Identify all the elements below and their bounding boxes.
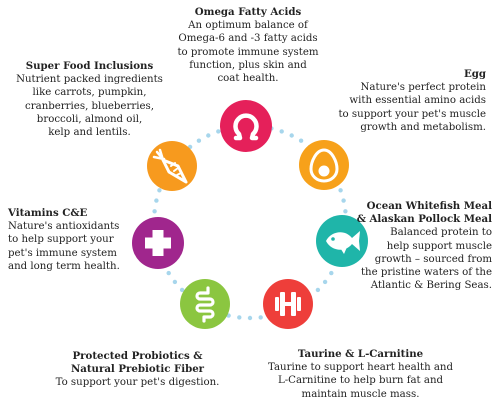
egg-desc-3: to support your pet's muscle [338, 108, 486, 120]
health-cross-icon [145, 230, 171, 256]
superfood-desc-2: like carrots, pumpkin, [32, 87, 147, 99]
vitamins-text: Vitamins C&E Nature's antioxidants to he… [8, 207, 138, 273]
superfood-desc-5: kelp and lentils. [48, 127, 131, 139]
probiotics-node [180, 279, 230, 329]
ring-dot [237, 315, 242, 320]
omega-node [220, 100, 272, 152]
fish-title-2: & Alaskan Pollock Meal [356, 213, 492, 226]
vitamins-desc-1: Nature's antioxidants [8, 221, 120, 233]
ring-dot [157, 188, 162, 193]
vitamins-desc-3: pet's immune system [8, 247, 117, 259]
ring-dot [216, 129, 221, 134]
dumbbell-icon [275, 292, 301, 316]
probiotics-desc-1: To support your pet's digestion. [55, 377, 220, 389]
ring-dot [315, 287, 321, 293]
omega-desc-4: function, plus skin and [189, 59, 307, 71]
superfood-desc-1: Nutrient packed ingredients [16, 74, 163, 86]
carrot-icon [152, 148, 188, 184]
superfood-desc-3: cranberries, blueberries, [25, 100, 154, 112]
superfood-title: Super Food Inclusions [25, 60, 154, 72]
fish-desc-3: growth – sourced from [374, 253, 492, 265]
ring-dot [154, 198, 159, 203]
probiotics-title-1: Protected Probiotics & [72, 350, 203, 362]
probiotics-title-2: Natural Prebiotic Fiber [70, 363, 205, 376]
omega-desc-2: Omega-6 and -3 fatty acids [178, 33, 318, 45]
ring-dot [341, 198, 346, 203]
fish-desc-1: Balanced protein to [390, 227, 492, 239]
egg-icon [309, 148, 339, 183]
omega-title: Omega Fatty Acids [194, 6, 302, 18]
fish-icon [326, 231, 360, 254]
ring-dot [338, 188, 343, 193]
fish-desc-4: the pristine waters of the [360, 267, 492, 279]
ring-dot [166, 270, 171, 276]
taurine-desc-2: L-Carnitine to help burn fat and [277, 375, 444, 387]
egg-desc-4: growth and metabolism. [360, 121, 486, 133]
vitamins-desc-4: and long term health. [8, 260, 120, 272]
omega-text: Omega Fatty Acids An optimum balance of … [140, 6, 356, 85]
superfood-node [147, 141, 197, 191]
ring-dot [329, 270, 334, 276]
superfood-desc-4: broccoli, almond oil, [36, 113, 143, 125]
taurine-desc-1: Taurine to support heart health and [267, 362, 454, 374]
ring-dot [172, 279, 178, 285]
ring-dot [247, 315, 253, 321]
ring-dot [152, 209, 157, 214]
ring-dot [258, 315, 263, 320]
egg-circle [299, 140, 349, 190]
intestine-icon [195, 286, 215, 323]
egg-text: Egg Nature's perfect protein with essent… [286, 68, 486, 134]
egg-title: Egg [463, 68, 486, 80]
vitamins-node [132, 217, 184, 269]
taurine-text: Taurine & L-Carnitine Taurine to support… [248, 348, 473, 401]
ring-dot [206, 133, 211, 138]
fish-node [316, 215, 368, 267]
vitamins-title: Vitamins C&E [8, 207, 88, 219]
omega-icon [233, 113, 259, 141]
omega-desc-3: to promote immune system [177, 46, 319, 58]
omega-desc-5: coat health. [217, 73, 279, 85]
ring-dot [289, 133, 294, 138]
taurine-node [263, 279, 313, 329]
fish-text: Ocean Whitefish Meal & Alaskan Pollock M… [352, 200, 492, 292]
egg-desc-1: Nature's perfect protein [360, 82, 486, 94]
vitamins-desc-2: to help support your [8, 234, 114, 246]
omega-circle [220, 100, 272, 152]
ring-dot [343, 209, 348, 214]
probiotics-text: Protected Probiotics & Natural Prebiotic… [30, 350, 245, 390]
egg-desc-2: with essential amino acids [349, 95, 486, 107]
fish-title-1: Ocean Whitefish Meal [366, 200, 492, 212]
fish-desc-5: Atlantic & Bering Seas. [370, 280, 492, 292]
ring-dot [298, 138, 304, 143]
ring-dot [179, 287, 185, 293]
ring-dot [279, 129, 284, 134]
omega-desc-1: An optimum balance of [188, 20, 308, 32]
superfood-text: Super Food Inclusions Nutrient packed in… [2, 60, 177, 139]
taurine-title: Taurine & L-Carnitine [297, 348, 424, 360]
ring-dot [196, 138, 202, 143]
egg-node [299, 140, 349, 190]
fish-desc-2: help support muscle [386, 240, 492, 252]
ring-dot [322, 279, 328, 285]
taurine-desc-3: maintain muscle mass. [301, 388, 420, 400]
